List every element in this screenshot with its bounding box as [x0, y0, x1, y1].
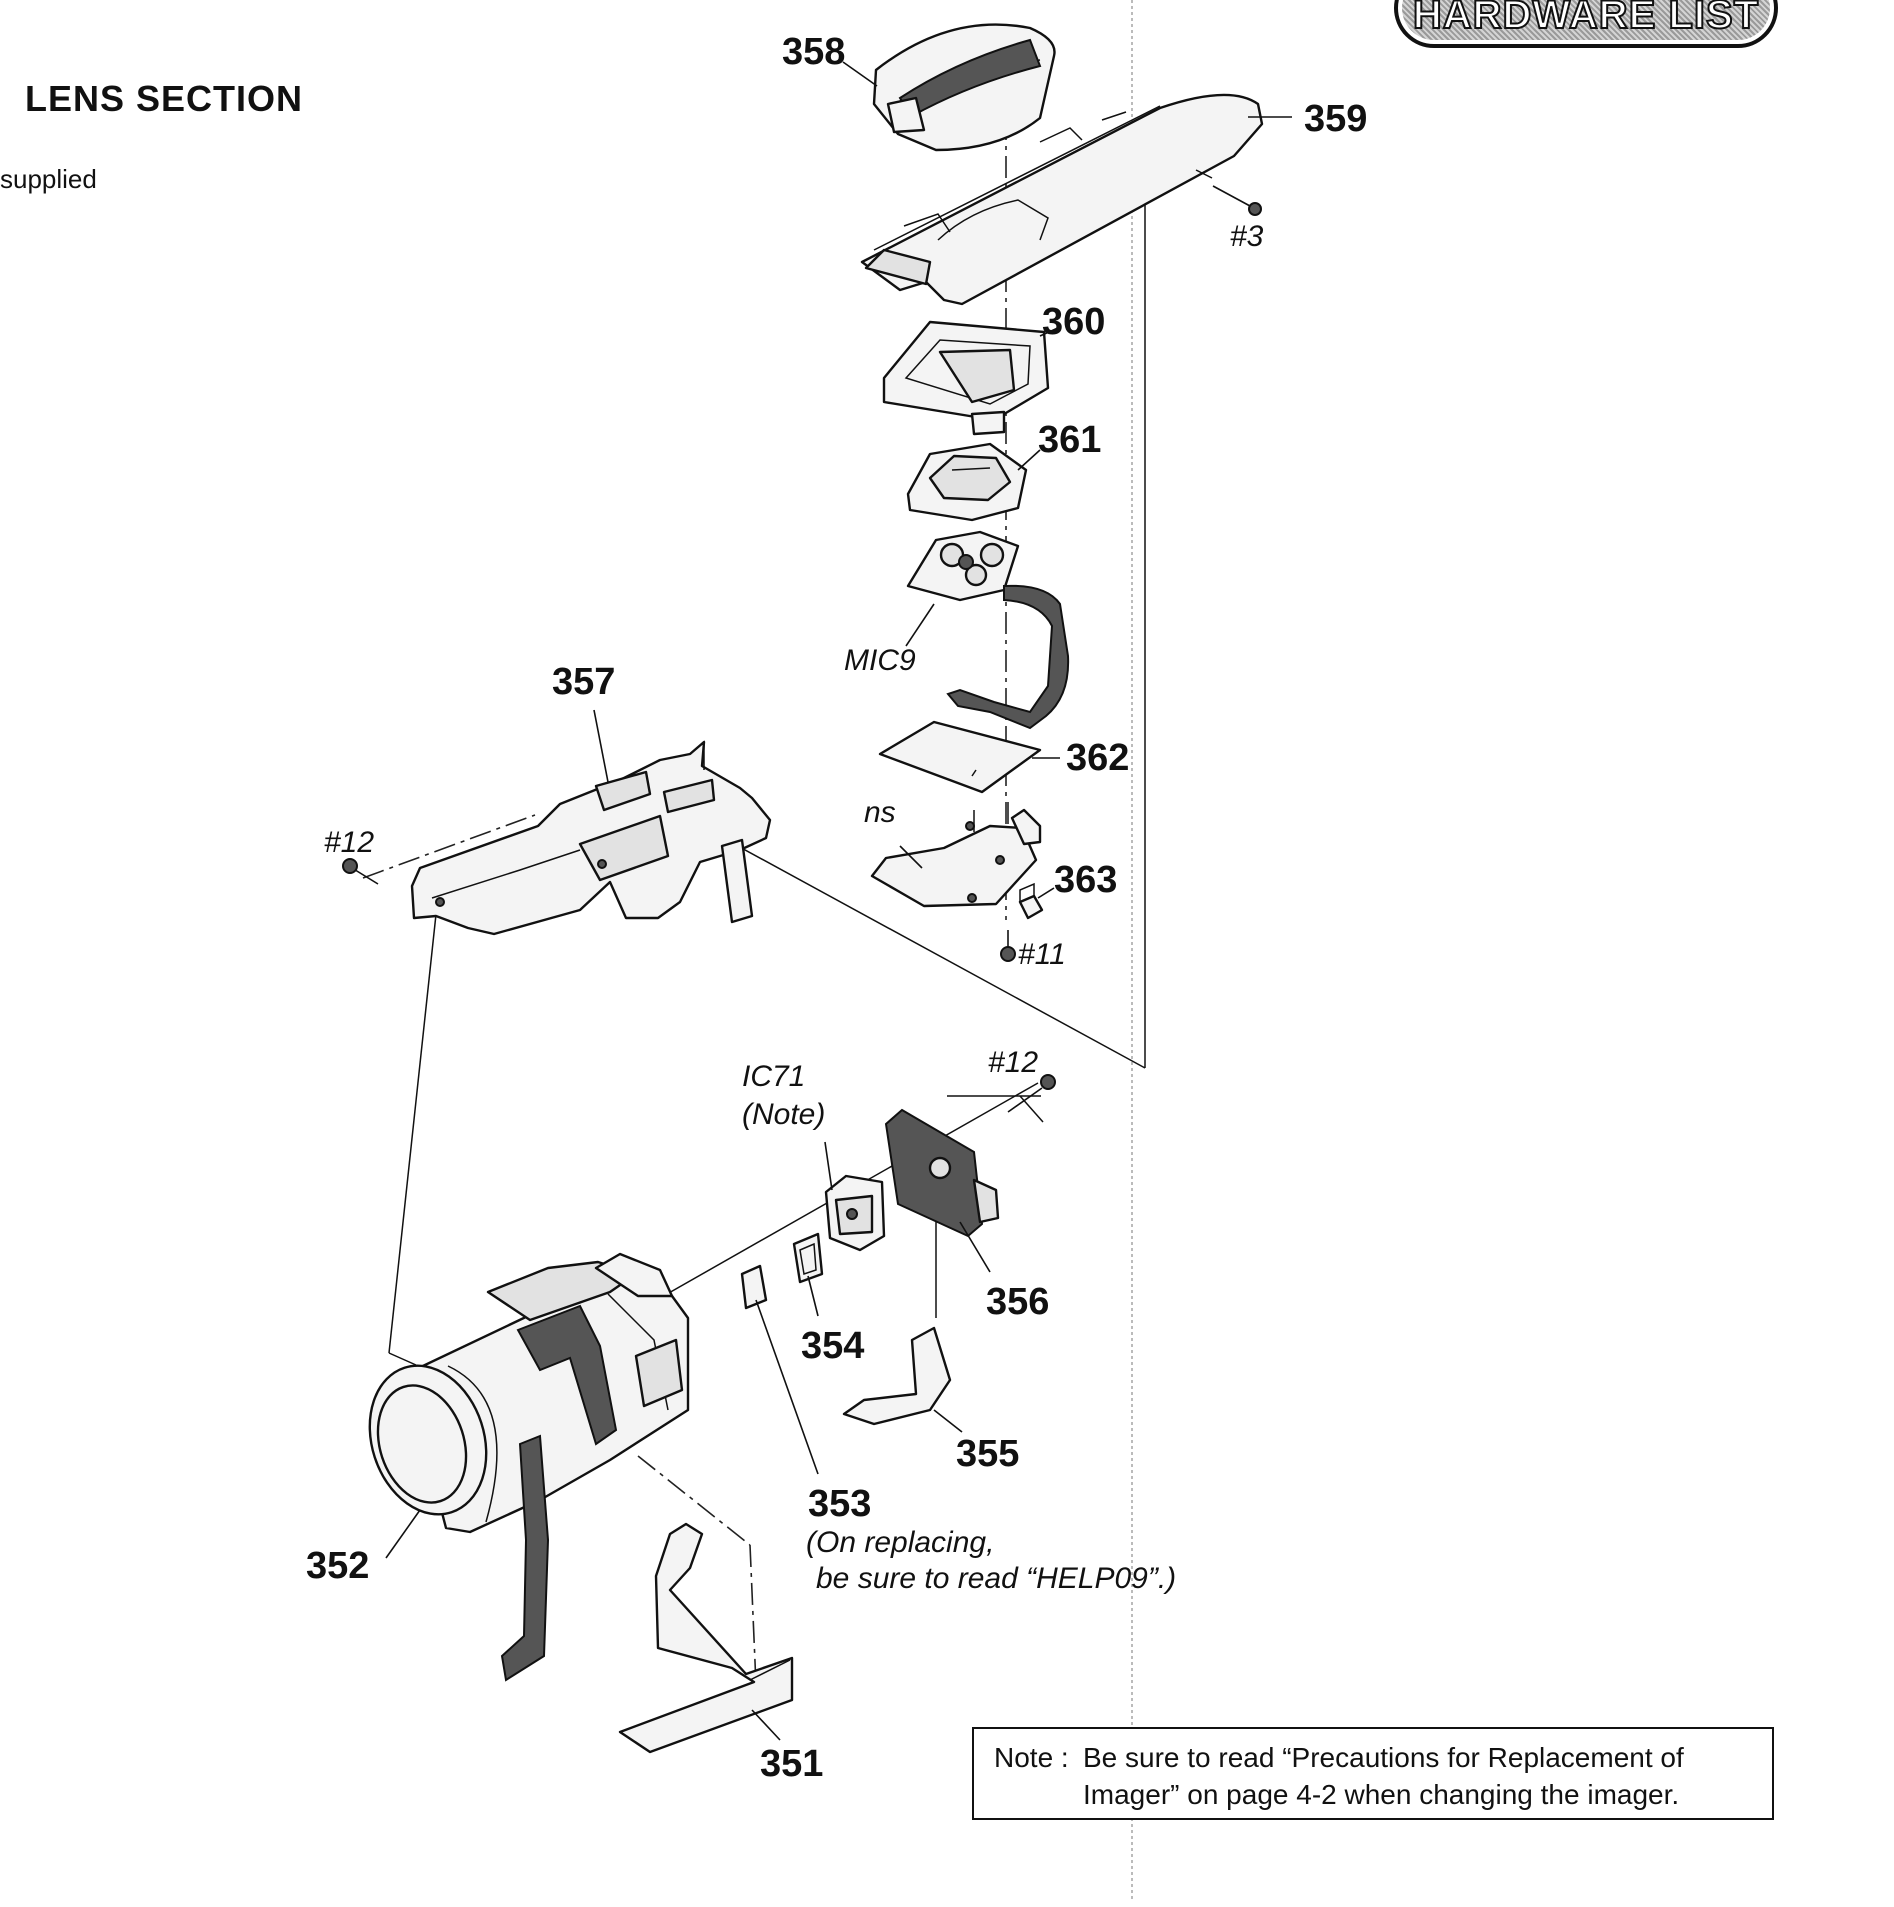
part-352-lens-block	[368, 1252, 690, 1682]
note-line-1: Be sure to read “Precautions for Replace…	[1083, 1742, 1684, 1773]
label-362: 362	[1066, 737, 1129, 779]
label-357: 357	[552, 661, 615, 703]
ref-screw-12-upper: #12	[324, 826, 374, 859]
label-354: 354	[801, 1325, 864, 1367]
label-352: 352	[306, 1545, 369, 1587]
label-353: 353	[808, 1483, 871, 1525]
part-360-mic-frame	[882, 320, 1050, 436]
part-ns-bracket	[870, 808, 1042, 908]
ref-screw-3: #3	[1230, 220, 1264, 253]
ref-ns: ns	[864, 796, 896, 829]
part-359-top-cover	[860, 93, 1264, 306]
part-357-chassis-bracket	[410, 740, 772, 936]
label-363: 363	[1054, 859, 1117, 901]
part-353-sheet	[740, 1264, 768, 1310]
part-363-block	[1018, 882, 1044, 920]
part-358-grille-cover	[872, 23, 1056, 152]
label-360: 360	[1042, 301, 1105, 343]
hardware-list-badge-fill: HARDWARE LIST	[1402, 0, 1770, 40]
label-359: 359	[1304, 98, 1367, 140]
label-358: 358	[782, 31, 845, 73]
screw-12-lower-icon	[1007, 1074, 1056, 1113]
screw-12-upper-icon	[342, 858, 379, 885]
part-361-mic-holder	[906, 442, 1028, 522]
label-355: 355	[956, 1433, 1019, 1475]
section-title: LENS SECTION	[25, 78, 304, 119]
screw-11-icon	[1000, 930, 1016, 962]
ref-screw-11: #11	[1018, 938, 1066, 971]
label-351: 351	[760, 1743, 823, 1785]
screw-3-icon	[1212, 185, 1262, 216]
imager-note-box: Note : Be sure to read “Precautions for …	[972, 1727, 1774, 1820]
part-354-filter	[792, 1232, 824, 1284]
label-356: 356	[986, 1281, 1049, 1323]
part-mic9-microphone	[906, 530, 1070, 730]
part-ic71-imager	[824, 1174, 886, 1252]
leader-lines	[385, 61, 1292, 1741]
replace-note-line2: be sure to read “HELP09”.)	[816, 1562, 1176, 1595]
part-362-plate	[878, 720, 1042, 794]
part-351-shield-plate	[618, 1522, 794, 1754]
hardware-list-label: HARDWARE LIST	[1412, 0, 1760, 38]
label-361: 361	[1038, 419, 1101, 461]
ref-mic9: MIC9	[844, 644, 916, 677]
part-355-flex-cable	[842, 1326, 952, 1426]
replace-note-line1: (On replacing,	[806, 1526, 994, 1559]
ref-ic71-note: (Note)	[742, 1098, 825, 1131]
supplied-text: supplied	[0, 164, 97, 194]
note-line-2: Imager” on page 4-2 when changing the im…	[1083, 1779, 1680, 1810]
ref-screw-12-lower: #12	[988, 1046, 1038, 1079]
ref-ic71: IC71	[742, 1060, 805, 1093]
part-356-board	[884, 1108, 1000, 1238]
hardware-list-badge[interactable]: HARDWARE LIST	[1394, 0, 1778, 48]
note-prefix: Note :	[994, 1742, 1069, 1773]
